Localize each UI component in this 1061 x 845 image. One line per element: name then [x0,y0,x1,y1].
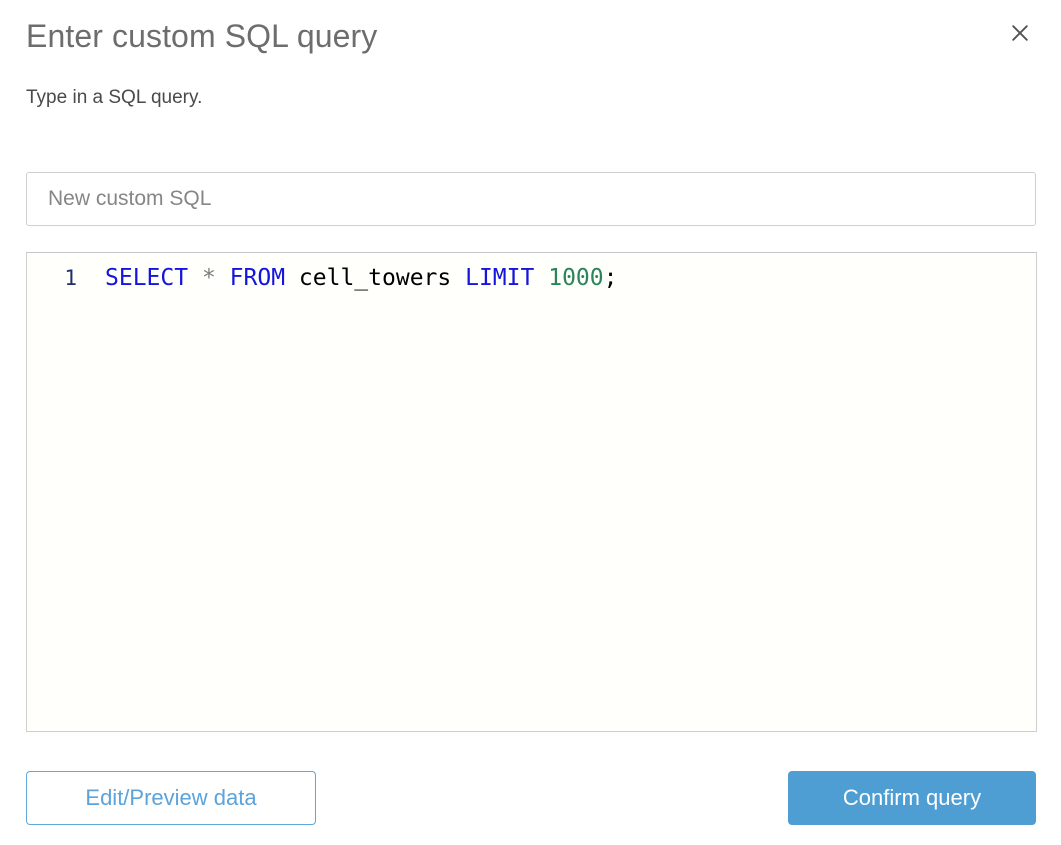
sql-space [534,265,548,291]
sql-space [216,265,230,291]
close-icon [1010,23,1030,43]
sql-keyword-limit: LIMIT [465,265,535,291]
confirm-query-button[interactable]: Confirm query [788,771,1036,825]
sql-number-literal: 1000 [548,265,604,291]
sql-space [451,265,465,291]
sql-editor[interactable]: 1 SELECT * FROM cell_towers LIMIT 1000; [26,252,1037,732]
sql-keyword-select: SELECT [105,265,189,291]
dialog-header: Enter custom SQL query [26,14,1035,66]
close-button[interactable] [1003,16,1037,50]
dialog-subtitle: Type in a SQL query. [26,87,203,108]
line-number-gutter: 1 [64,266,77,290]
edit-preview-data-button[interactable]: Edit/Preview data [26,771,316,825]
sql-keyword-from: FROM [229,265,286,291]
sql-operator-star: * [201,265,216,291]
sql-space [285,265,299,291]
sql-code-line: SELECT * FROM cell_towers LIMIT 1000; [85,265,617,291]
page-title: Enter custom SQL query [26,18,378,54]
sql-table-name: cell_towers [298,265,452,291]
sql-semicolon: ; [603,265,618,291]
query-name-input[interactable] [26,172,1036,226]
sql-space [188,265,202,291]
editor-line: 1 SELECT * FROM cell_towers LIMIT 1000; [27,253,1036,291]
